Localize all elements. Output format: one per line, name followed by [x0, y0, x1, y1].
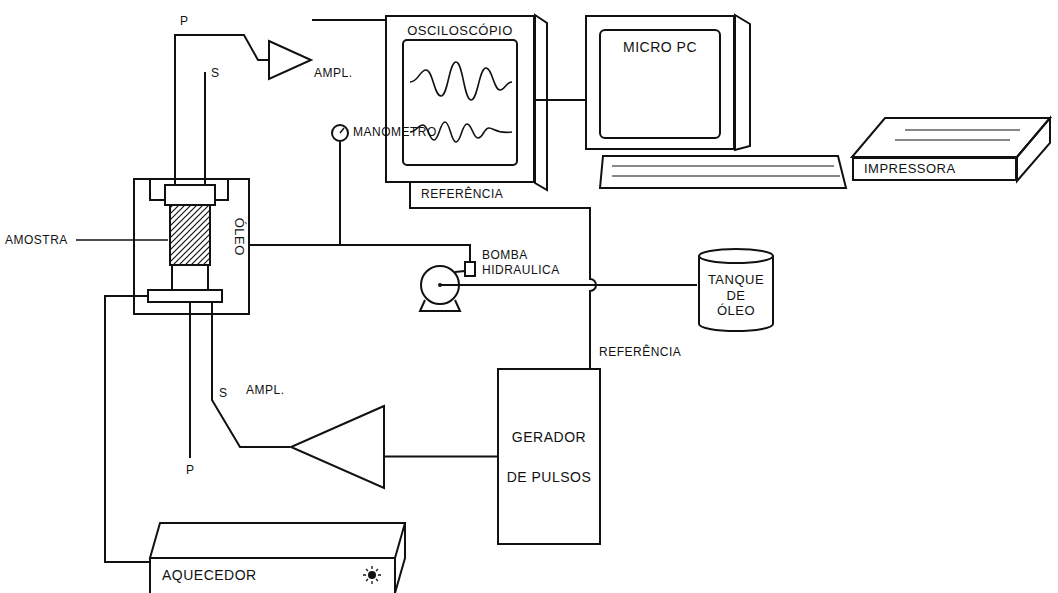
leader-line — [76, 239, 168, 241]
lower-transducer — [172, 265, 208, 290]
connector-line — [410, 183, 596, 368]
oscilloscope-side — [535, 15, 547, 190]
node-label: MICRO PC — [623, 39, 697, 56]
node-label: OSCILOSCÓPIO — [407, 23, 513, 39]
lower-p-wire — [189, 302, 191, 458]
node-label: AMPL. — [314, 66, 353, 81]
oscilloscope: OSCILOSCÓPIO — [385, 15, 535, 183]
keyboard — [600, 156, 846, 188]
printer-side — [1017, 118, 1050, 181]
monitor-screen — [600, 30, 720, 138]
oscilloscope-drawing — [403, 15, 547, 190]
printer-top — [852, 118, 1050, 157]
oscilloscope-screen — [403, 40, 517, 165]
base-plate — [148, 290, 222, 302]
node-label: AQUECEDOR — [162, 568, 257, 583]
sample-hatched — [170, 205, 210, 265]
node-label: IMPRESSORA — [864, 161, 956, 177]
amplifier: AMPL. — [290, 405, 385, 489]
signal-label: S — [210, 66, 221, 80]
signal-label: P — [185, 463, 196, 477]
upper-transducer — [165, 185, 215, 205]
upper-s-wire — [204, 72, 206, 185]
monitor-side — [735, 15, 750, 150]
connector-line — [385, 456, 497, 458]
signal-label: S — [218, 386, 229, 400]
heater: AQUECEDOR — [150, 522, 405, 593]
node-label: ÓLEO — [231, 218, 247, 256]
connector-line — [175, 35, 268, 178]
connector-line — [250, 245, 470, 262]
node-label: GERADOR DE PULSOS — [504, 417, 594, 497]
amplifier-outline — [268, 40, 312, 80]
connector-line — [535, 99, 585, 101]
connector-line — [478, 284, 697, 286]
printer: IMPRESSORA — [852, 157, 1017, 181]
node-label: TANQUE DE ÓLEO — [707, 272, 765, 319]
heater-wire — [133, 295, 148, 297]
computer-monitor: MICRO PC — [585, 15, 735, 150]
sample-cell-internals — [133, 72, 228, 458]
key-rows — [612, 166, 840, 176]
waveform — [410, 62, 512, 100]
part-label: REFERÊNCIA — [420, 187, 504, 201]
hydraulic-pump-outline — [415, 262, 478, 312]
node-label: MANOMETRO — [353, 125, 437, 140]
manometer-stem — [339, 142, 341, 245]
part-label: AMOSTRA — [4, 233, 69, 247]
manometer-outline — [331, 124, 349, 142]
computer-drawing — [600, 15, 846, 188]
printer-drawing — [852, 118, 1050, 181]
signal-label: P — [179, 14, 190, 28]
node-label: BOMBA HIDRAULICA — [482, 248, 564, 278]
connector-line — [312, 19, 385, 21]
paper-lines — [895, 130, 1020, 140]
part-label: REFERÊNCIA — [598, 345, 682, 359]
hydraulic-pump: BOMBA HIDRAULICA — [415, 262, 478, 312]
sample-cell: ÓLEO — [133, 178, 250, 315]
pulse-generator: GERADOR DE PULSOS — [497, 368, 601, 545]
connector-line — [105, 296, 150, 562]
oil-tank: TANQUE DE ÓLEO — [697, 248, 775, 332]
node-label: AMPL. — [246, 383, 285, 398]
amplifier: AMPL. — [268, 40, 312, 80]
manometer: MANOMETRO — [331, 124, 349, 142]
amplifier-outline — [290, 405, 385, 489]
connector-line — [212, 315, 290, 447]
